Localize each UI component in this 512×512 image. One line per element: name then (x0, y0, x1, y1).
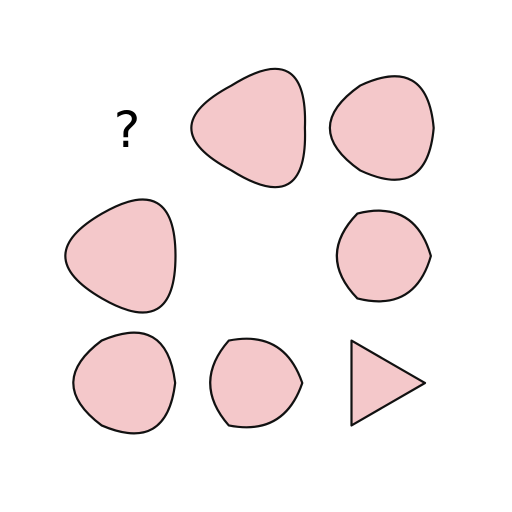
shape-r2-c3 (335, 209, 432, 303)
shape-r3-c3 (350, 339, 427, 427)
shape-r2-c1 (64, 198, 177, 314)
shape-r1-c3 (328, 75, 435, 181)
shape-r1-c2 (190, 67, 307, 189)
shape-r3-c2 (209, 337, 304, 429)
shape-r3-c1 (72, 331, 177, 435)
question-mark: ? (113, 101, 141, 159)
